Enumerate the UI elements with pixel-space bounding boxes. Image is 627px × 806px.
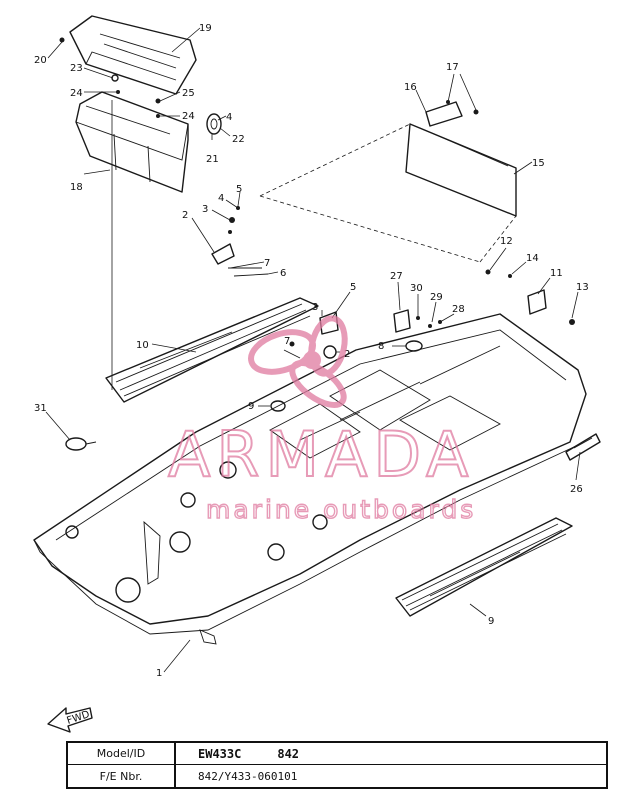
callout-15: 15 bbox=[532, 158, 545, 169]
callout-8: 8 bbox=[378, 341, 384, 352]
callout-5: 5 bbox=[350, 282, 356, 293]
part-18-tool-box bbox=[75, 91, 189, 193]
watermark-tagline: marine outboards bbox=[206, 495, 476, 524]
part-10-step-pad bbox=[105, 297, 319, 403]
callout-22: 22 bbox=[232, 134, 245, 145]
fe-number-value: 842/Y433-060101 bbox=[198, 769, 298, 783]
callout-24: 24 bbox=[70, 88, 83, 99]
part-12-14-hardware bbox=[485, 269, 575, 325]
callout-9: 9 bbox=[488, 616, 494, 627]
model-number: EW433C bbox=[198, 746, 242, 761]
callout-21: 21 bbox=[206, 154, 219, 165]
callout-10: 10 bbox=[136, 340, 149, 351]
model-code: 842 bbox=[277, 746, 300, 761]
callout-7: 7 bbox=[264, 258, 270, 269]
part-25-nut bbox=[155, 98, 161, 104]
part-21-knob bbox=[206, 113, 222, 135]
callout-5: 5 bbox=[236, 184, 242, 195]
part-19-cover-lid bbox=[69, 15, 197, 95]
callout-31: 31 bbox=[34, 403, 47, 414]
part-15-panel bbox=[405, 123, 517, 217]
callout-29: 29 bbox=[430, 292, 443, 303]
part-6-clip bbox=[270, 400, 286, 412]
front-arrow-label: FWD bbox=[66, 709, 92, 727]
callout-2: 2 bbox=[182, 210, 188, 221]
callout-28: 28 bbox=[452, 304, 465, 315]
callout-23: 23 bbox=[70, 63, 83, 74]
armada-watermark: ARMADA marine outboards bbox=[167, 315, 476, 525]
part-1-hull-frame bbox=[33, 313, 587, 645]
callout-labels: 19 20 23 24 25 24 4 22 21 18 2 3 4 5 7 6… bbox=[34, 23, 589, 679]
callout-2: 2 bbox=[344, 349, 350, 360]
callout-16: 16 bbox=[404, 82, 417, 93]
callout-12: 12 bbox=[500, 236, 513, 247]
model-id-value: EW433C 842 bbox=[176, 743, 606, 765]
callout-17: 17 bbox=[446, 62, 459, 73]
callout-25: 25 bbox=[182, 88, 195, 99]
callout-3: 3 bbox=[202, 204, 208, 215]
callout-7: 7 bbox=[284, 336, 290, 347]
watermark-brand: ARMADA bbox=[168, 418, 474, 491]
part-16-bracket bbox=[425, 100, 479, 127]
callout-4: 4 bbox=[226, 112, 232, 123]
model-id-label: Model/ID bbox=[68, 743, 176, 765]
armada-propeller-logo bbox=[248, 315, 348, 408]
callout-14: 14 bbox=[526, 253, 539, 264]
part-20-screw bbox=[59, 37, 65, 43]
part-24-screw-right bbox=[156, 114, 160, 118]
callout-18: 18 bbox=[70, 182, 83, 193]
callout-6: 6 bbox=[280, 268, 286, 279]
model-info-table: Model/ID EW433C 842 F/E Nbr. 842/Y433-06… bbox=[66, 741, 608, 789]
fe-number-label: F/E Nbr. bbox=[68, 765, 176, 787]
reference-outline bbox=[259, 123, 517, 263]
leader-lines bbox=[45, 27, 581, 673]
part-cluster-upper bbox=[211, 206, 269, 277]
callout-19: 19 bbox=[199, 23, 212, 34]
callout-3: 3 bbox=[312, 302, 318, 313]
callout-9: 9 bbox=[248, 401, 254, 412]
front-arrow: FWD bbox=[47, 707, 93, 733]
callout-20: 20 bbox=[34, 55, 47, 66]
callout-4: 4 bbox=[218, 193, 224, 204]
callout-13: 13 bbox=[576, 282, 589, 293]
callout-27: 27 bbox=[390, 271, 403, 282]
callout-1: 1 bbox=[156, 668, 162, 679]
part-26-strip bbox=[565, 433, 601, 461]
callout-30: 30 bbox=[410, 283, 423, 294]
part-31-grommet bbox=[65, 437, 97, 451]
part-9-step-pad bbox=[395, 517, 573, 617]
callout-11: 11 bbox=[550, 268, 563, 279]
part-24-screw-left bbox=[116, 90, 120, 94]
callout-26: 26 bbox=[570, 484, 583, 495]
callout-24: 24 bbox=[182, 111, 195, 122]
